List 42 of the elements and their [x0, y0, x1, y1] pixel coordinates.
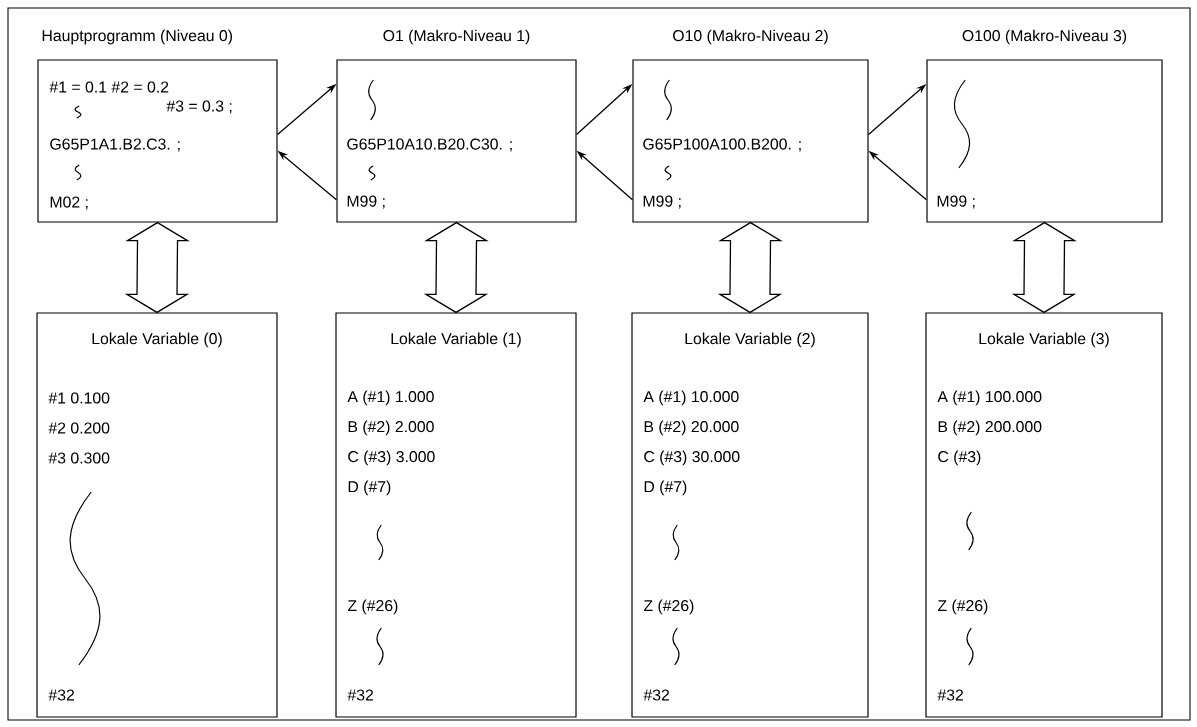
code-line: C (#3) 3.000 — [348, 450, 435, 466]
code-line: G65P10A10.B20.C30. ; — [347, 138, 512, 152]
code-line: #32 — [937, 689, 963, 701]
code-line: #2 0.200 — [48, 422, 110, 434]
code-line: M99 ; — [643, 195, 681, 209]
double-block-arrow — [717, 221, 783, 314]
code-line: #32 — [48, 689, 74, 701]
code-line: G65P100A100.B200. ; — [643, 138, 801, 152]
code-line: #32 — [643, 689, 669, 701]
code-line: Z (#26) — [643, 599, 694, 615]
double-block-arrow — [124, 221, 190, 314]
box-heading: Lokale Variable (0) — [92, 332, 222, 348]
code-line: M99 ; — [937, 195, 975, 209]
box-heading: Lokale Variable (2) — [685, 332, 815, 348]
code-line: B (#2) 2.000 — [348, 420, 434, 436]
code-line: B (#2) 20.000 — [644, 420, 739, 436]
code-line: A (#1) 1.000 — [347, 390, 434, 406]
box-heading: Lokale Variable (3) — [979, 332, 1109, 348]
double-block-arrow — [423, 221, 489, 314]
code-line: #3 = 0.3 ; — [166, 100, 232, 114]
code-line: Z (#26) — [937, 599, 988, 615]
code-line: D (#7) — [348, 480, 391, 496]
box-heading: Hauptprogramm (Niveau 0) — [42, 29, 232, 45]
code-line: Z (#26) — [347, 599, 398, 615]
code-line: #3 0.300 — [48, 452, 110, 464]
code-line: A (#1) 100.000 — [937, 390, 1042, 406]
box-heading: Lokale Variable (1) — [391, 332, 521, 348]
box-heading: O100 (Makro-Niveau 3) — [962, 29, 1127, 45]
code-line: C (#3) 30.000 — [644, 450, 740, 466]
code-line: A (#1) 10.000 — [643, 390, 739, 406]
code-line: #32 — [347, 689, 373, 701]
code-line: M02 ; — [50, 196, 88, 210]
code-line: C (#3) — [938, 450, 981, 466]
box-heading: O10 (Makro-Niveau 2) — [673, 29, 828, 45]
code-line: B (#2) 200.000 — [938, 420, 1042, 436]
code-line: D (#7) — [644, 480, 687, 496]
box-heading: O1 (Makro-Niveau 1) — [383, 29, 530, 45]
code-line: M99 ; — [347, 195, 385, 209]
code-line: G65P1A1.B2.C3. ; — [50, 138, 180, 152]
code-line: #1 = 0.1 #2 = 0.2 — [49, 81, 169, 93]
code-line: #1 0.100 — [48, 392, 110, 404]
double-block-arrow — [1011, 221, 1077, 314]
